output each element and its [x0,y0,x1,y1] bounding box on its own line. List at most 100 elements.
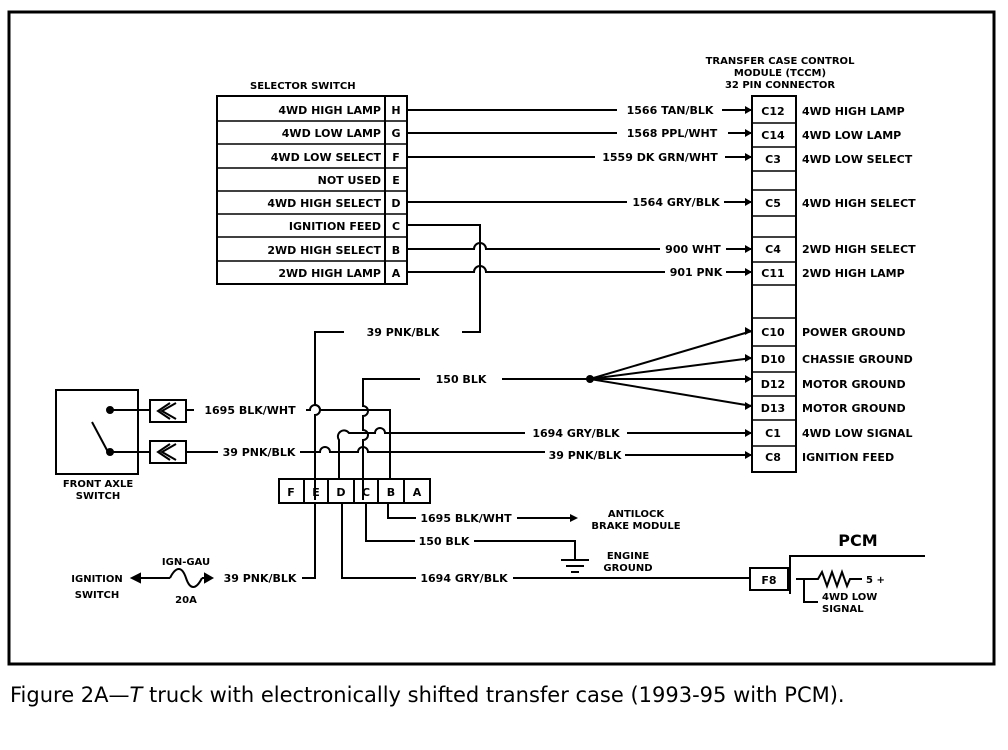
engine-ground-label: GROUND [603,563,652,574]
fuse-rating: 20A [175,595,197,606]
front-axle-switch-label: SWITCH [76,491,120,502]
tccm-pin-label: 4WD LOW SELECT [802,153,913,166]
selector-row-label: 2WD HIGH LAMP [278,267,381,280]
selector-row-label: 2WD HIGH SELECT [267,244,381,257]
tccm-pin-label: CHASSIE GROUND [802,353,913,366]
wire-label: 1695 BLK/WHT [204,404,296,417]
wire-label: 1559 DK GRN/WHT [602,151,718,164]
diagram-frame [7,10,996,666]
wire-label: 39 PNK/BLK [223,446,296,459]
front-axle-switch-label: FRONT AXLE [63,479,134,490]
tccm-pin-label: MOTOR GROUND [802,402,906,415]
wire-label: 1694 GRY/BLK [532,427,620,440]
wire-label: 150 BLK [436,373,487,386]
tccm-title: TRANSFER CASE CONTROL MODULE (TCCM) 32 P… [706,56,856,91]
pcm-box [749,555,925,603]
fuse-name: IGN-GAU [162,557,210,568]
tccm-pin-id: C14 [761,129,785,142]
selector-row-pin: B [392,244,400,257]
svg-text:C: C [362,486,370,499]
selector-row-label: 4WD HIGH LAMP [278,104,381,117]
splice-connector-pins: F E D C B A [287,486,422,499]
svg-text:A: A [413,486,422,499]
selector-row-pin: E [392,174,400,187]
tccm-pin-id: C11 [761,267,784,280]
svg-text:E: E [312,486,320,499]
tccm-pin-label: POWER GROUND [802,326,905,339]
fuse-symbol [129,568,215,588]
svg-text:D: D [336,486,345,499]
selector-row-pin: F [392,151,400,164]
tccm-pin-id: C8 [765,451,781,464]
antilock-label: BRAKE MODULE [591,521,680,532]
pcm-title: PCM [838,531,877,550]
tccm-pin-id: C1 [765,427,781,440]
tccm-pin-id: C5 [765,197,781,210]
wire-label: 901 PNK [670,266,723,279]
tccm-pin-id: D10 [761,353,786,366]
figure-caption: Figure 2A—T truck with electronically sh… [10,680,995,710]
tccm-arrows [570,106,752,522]
tccm-pins: C12 4WD HIGH LAMP C14 4WD LOW LAMP C3 4W… [761,105,916,464]
ignition-switch-label: SWITCH [75,590,119,601]
caption-prefix: Figure 2A— [10,683,130,707]
ignition-switch-label: IGNITION [71,574,122,585]
tccm-pin-id: D13 [761,402,785,415]
wire-label: 1566 TAN/BLK [627,104,714,117]
caption-rest: truck with electronically shifted transf… [142,683,845,707]
wire-label: 1695 BLK/WHT [420,512,512,525]
ground-symbol [561,559,589,573]
wire-label: 39 PNK/BLK [367,326,440,339]
svg-text:F: F [287,486,295,499]
wire-label: 39 PNK/BLK [549,449,622,462]
tccm-pin-label: 4WD LOW SIGNAL [802,427,912,440]
tccm-pin-id: C12 [761,105,784,118]
svg-text:B: B [387,486,395,499]
wire-label: 1564 GRY/BLK [632,196,720,209]
engine-ground-label: ENGINE [607,551,649,562]
pcm-signal-label: SIGNAL [822,604,864,615]
wire-label: 900 WHT [665,243,721,256]
selector-row-label: 4WD LOW LAMP [282,127,381,140]
wires [186,109,753,579]
tccm-pin-label: 2WD HIGH SELECT [802,243,916,256]
wire-label: 150 BLK [419,535,470,548]
selector-row-label: 4WD LOW SELECT [271,151,382,164]
selector-row-pin: G [391,127,400,140]
tccm-pin-id: D12 [761,378,785,391]
tccm-pin-id: C10 [761,326,785,339]
selector-switch: SELECTOR SWITCH [216,81,408,285]
antilock-label: ANTILOCK [608,509,666,520]
svg-text:32 PIN CONNECTOR: 32 PIN CONNECTOR [725,80,835,91]
pcm-pin: F8 [761,574,776,587]
svg-text:TRANSFER CASE CONTROL: TRANSFER CASE CONTROL [706,56,856,67]
pcm-voltage: 5 + [866,575,885,586]
front-axle-switch [55,389,187,475]
svg-text:MODULE (TCCM): MODULE (TCCM) [734,68,826,79]
wire-label: 39 PNK/BLK [224,572,297,585]
selector-row-label: IGNITION FEED [289,220,381,233]
selector-row-pin: A [392,267,401,280]
tccm-pin-label: 4WD HIGH SELECT [802,197,916,210]
selector-row-pin: D [391,197,400,210]
selector-row-label: 4WD HIGH SELECT [267,197,381,210]
selector-row-pin: C [392,220,400,233]
selector-switch-rows: 4WD HIGH LAMP H 4WD LOW LAMP G 4WD LOW S… [267,104,400,280]
splice-connector [278,478,431,504]
wire-label: 1694 GRY/BLK [420,572,508,585]
wire-label: 1568 PPL/WHT [627,127,718,140]
selector-switch-title: SELECTOR SWITCH [250,81,356,92]
tccm-pin-id: C3 [765,153,781,166]
caption-italic: T [129,683,143,707]
wire-labels: 1566 TAN/BLK 1568 PPL/WHT 1559 DK GRN/WH… [204,104,722,585]
tccm-connector [751,95,797,473]
tccm-pin-label: 4WD HIGH LAMP [802,105,905,118]
tccm-pin-label: MOTOR GROUND [802,378,906,391]
tccm-pin-label: 4WD LOW LAMP [802,129,901,142]
tccm-pin-label: IGNITION FEED [802,451,894,464]
selector-row-label: NOT USED [318,174,381,187]
wiring-diagram: SELECTOR SWITCH 4WD HIGH LAMP H 4WD LOW … [7,10,996,666]
tccm-pin-label: 2WD HIGH LAMP [802,267,905,280]
pcm-signal-label: 4WD LOW [822,592,877,603]
selector-row-pin: H [391,104,400,117]
